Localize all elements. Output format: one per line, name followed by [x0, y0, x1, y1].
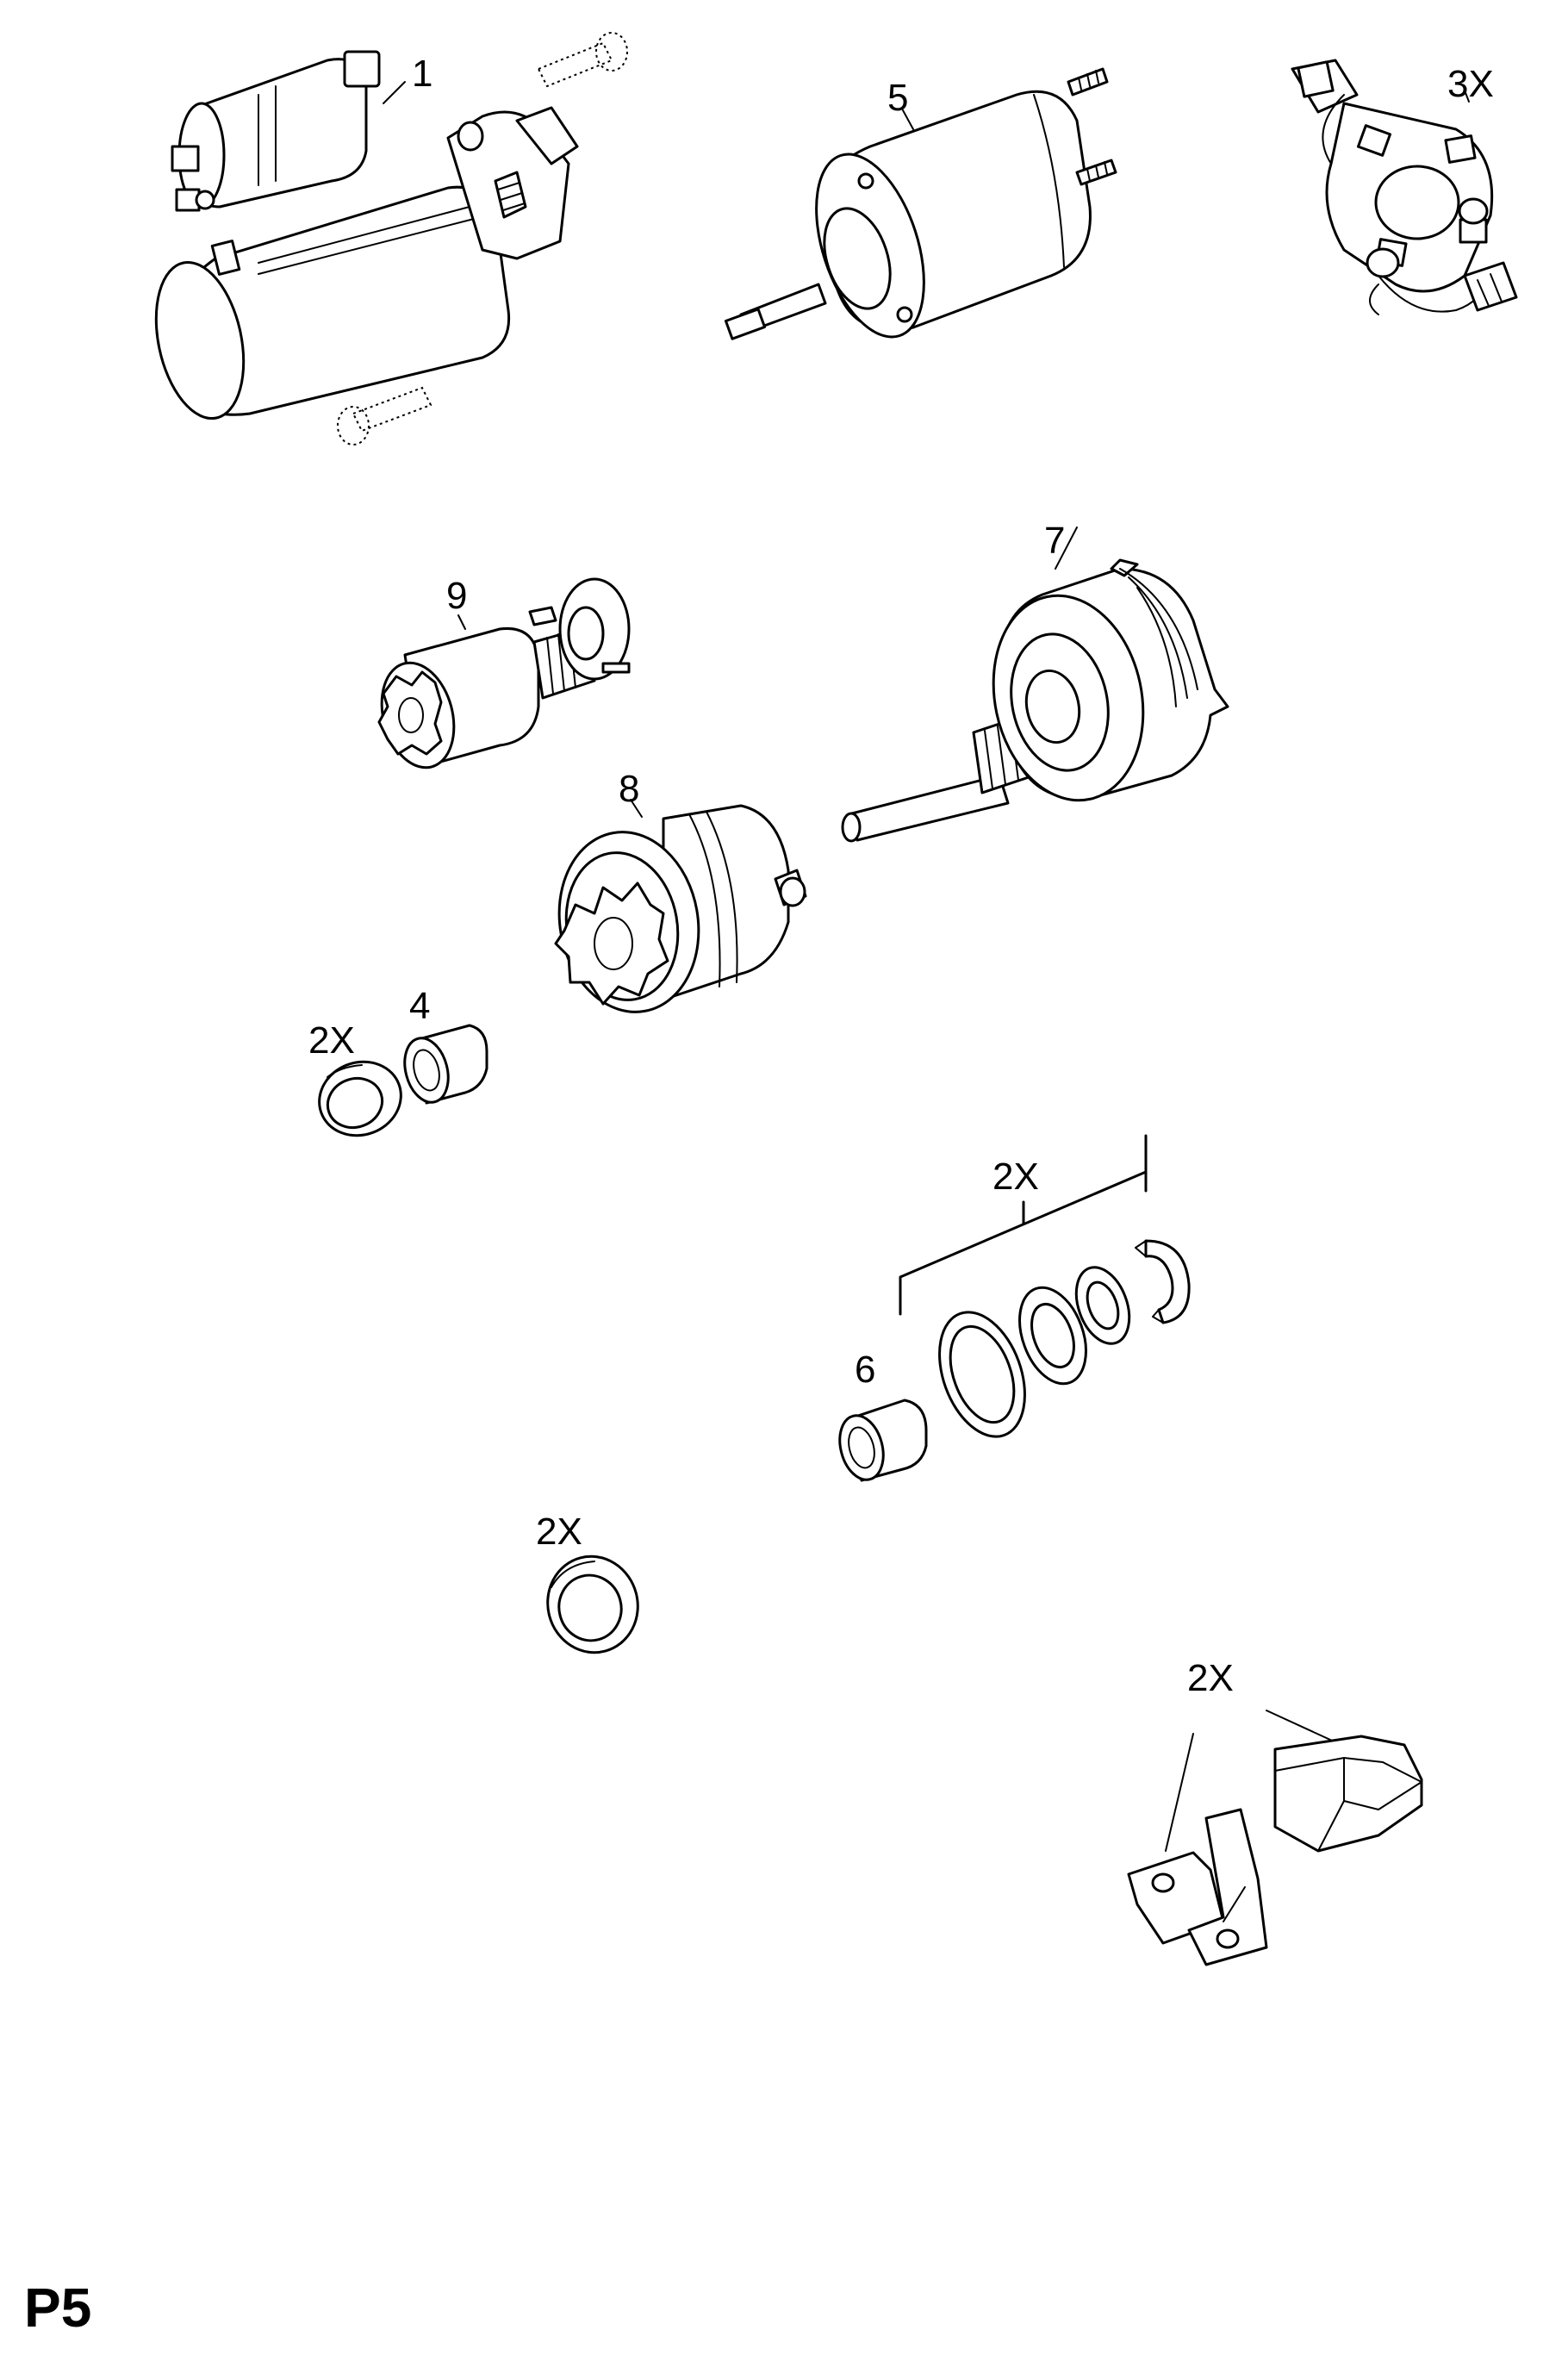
callout-6: 6: [855, 1349, 875, 1391]
callout-2x-bushings: 2X: [308, 1019, 355, 1062]
callout-9: 9: [446, 575, 467, 617]
callout-2x-washer-set: 2X: [992, 1156, 1039, 1198]
callout-4: 4: [409, 985, 430, 1027]
callout-5: 5: [887, 77, 908, 119]
bushing-drawing: [403, 1024, 488, 1105]
seal-ring-drawing: [546, 1554, 639, 1654]
washer-set-drawing: [838, 1239, 1191, 1482]
drive-pinion-drawing: [554, 799, 807, 1013]
callout-2x-seal-ring: 2X: [536, 1511, 582, 1553]
callout-8: 8: [619, 768, 639, 810]
page-code: P5: [24, 2277, 91, 2339]
drive-pinion-small-drawing: [377, 577, 631, 769]
brush-holder-drawing: [1291, 59, 1518, 315]
callout-7: 7: [1044, 520, 1065, 562]
callout-1: 1: [412, 53, 432, 95]
solenoid-drawing: [724, 67, 1117, 340]
washer-set-bracket: [899, 1134, 1148, 1316]
armature-drawing: [841, 526, 1229, 843]
terminal-set-drawing: [1127, 1710, 1423, 1966]
callout-2x-terminals: 2X: [1187, 1657, 1234, 1699]
bushing-pair-drawing: [318, 1060, 402, 1137]
callout-3x: 3X: [1447, 63, 1494, 105]
starter-motor-drawing: [154, 32, 628, 445]
